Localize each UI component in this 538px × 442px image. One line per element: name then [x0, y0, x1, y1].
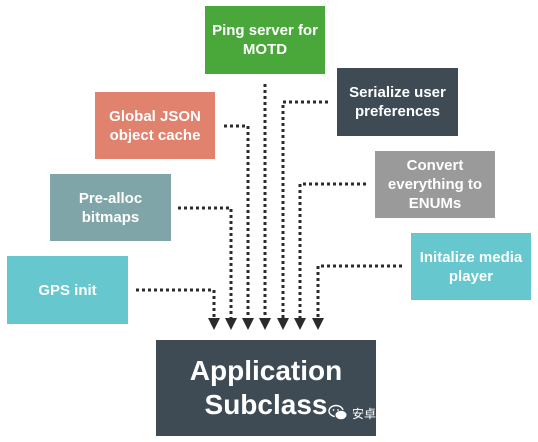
arrowhead-enums: [294, 318, 306, 330]
connector-enums: [298, 182, 366, 318]
arrowhead-serialize: [277, 318, 289, 330]
serialize-preferences-box: Serialize user preferences: [337, 68, 458, 136]
prealloc-bitmaps-box: Pre-alloc bitmaps: [50, 174, 171, 241]
connector-prealloc: [178, 206, 233, 318]
arrowhead-prealloc: [225, 318, 237, 330]
connector-json: [224, 124, 250, 318]
convert-enums-box: Convert everything to ENUMs: [375, 151, 495, 218]
arrowhead-media: [312, 318, 324, 330]
watermark: 安卓巴士Android开发者门户: [328, 404, 501, 422]
gps-init-box: GPS init: [7, 256, 128, 324]
media-player-box: Initalize media player: [411, 233, 531, 300]
arrowhead-gps: [208, 318, 220, 330]
connector-media: [316, 264, 402, 318]
json-cache-box: Global JSON object cache: [95, 92, 215, 159]
connector-serialize: [281, 100, 328, 318]
arrowhead-ping: [259, 318, 271, 330]
wechat-icon: [328, 404, 348, 421]
ping-server-box: Ping server for MOTD: [205, 6, 325, 74]
connector-gps: [136, 288, 216, 318]
watermark-text: 安卓巴士Android开发者门户: [352, 406, 502, 421]
arrowhead-json: [242, 318, 254, 330]
